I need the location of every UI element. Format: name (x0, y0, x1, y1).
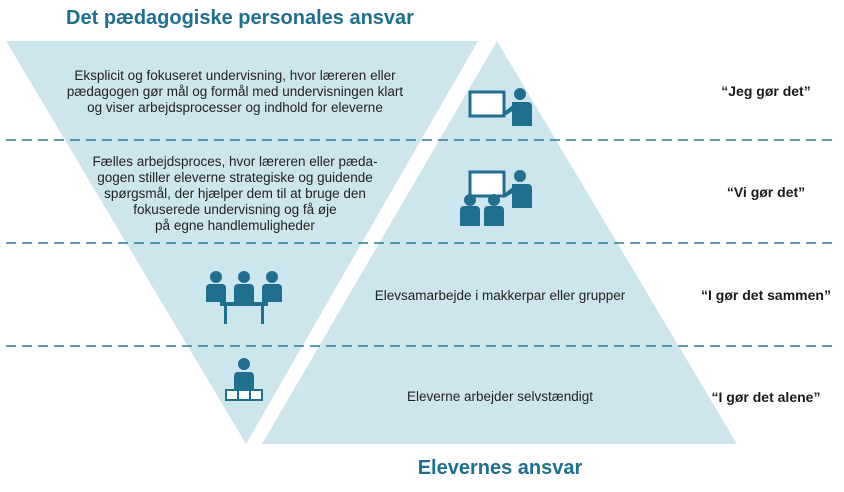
group-at-table-icon (206, 271, 282, 324)
teacher-at-board-icon (468, 88, 532, 126)
row-2-description: Fælles arbejdsproces, hvor læreren eller… (92, 154, 378, 233)
row-1-quote: “Jeg gør det” (721, 83, 811, 99)
row-3-quote: “I gør det sammen” (701, 287, 831, 303)
student-at-desk-icon (225, 358, 263, 401)
row-3-description: Elevsamarbejde i makkerpar eller grupper (374, 288, 626, 303)
teacher-with-students-icon (460, 170, 532, 226)
student-responsibility-triangle (262, 41, 737, 444)
student-responsibility-title: Elevernes ansvar (417, 457, 583, 479)
row-4-description: Eleverne arbejder selvstændigt (406, 389, 594, 404)
teacher-responsibility-triangle (6, 41, 478, 444)
row-1-description: Eksplicit og fokuseret undervisning, hvo… (66, 68, 404, 115)
row-4-quote: “I gør det alene” (711, 389, 821, 405)
row-2-quote: “Vi gør det” (726, 184, 806, 200)
teacher-responsibility-title: Det pædagogiske personales ansvar (66, 7, 414, 29)
